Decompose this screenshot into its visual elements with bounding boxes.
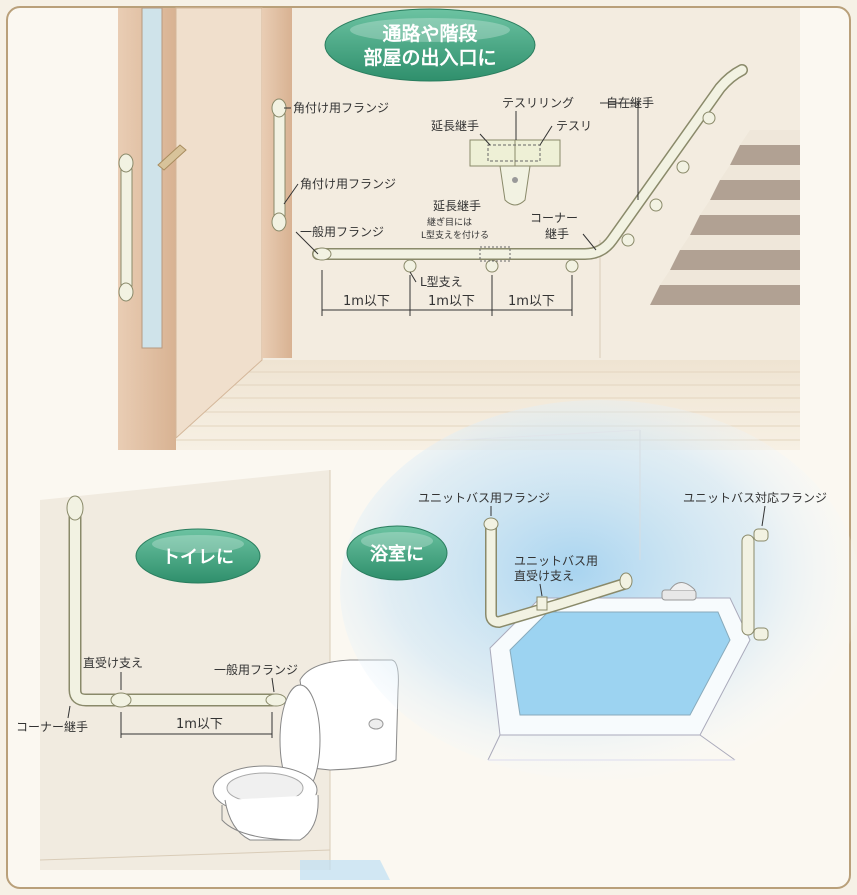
label-corner-joint-toilet: コーナー継手 — [16, 719, 88, 734]
corridor-scene — [118, 7, 800, 450]
label-unitbath-support-2: 直受け支え — [514, 569, 574, 583]
label-dim-2: 1m以下 — [428, 294, 475, 309]
faucet-icon — [661, 582, 697, 601]
label-dim-3: 1m以下 — [508, 294, 555, 309]
label-extension-joint: 延長継手 — [433, 198, 481, 213]
corridor-leader-lines — [283, 102, 639, 283]
badge-bath-text: 浴室に — [370, 543, 424, 565]
label-corner-flange-2: 角付け用フランジ — [300, 177, 396, 191]
toilet-icon — [212, 659, 399, 841]
label-tesuri: テスリ — [556, 119, 592, 133]
bath-leader-lines — [490, 505, 766, 597]
door-grab-rail — [118, 153, 134, 302]
corridor-dimensions — [321, 270, 573, 316]
door-panel — [175, 7, 263, 440]
label-dim-1: 1m以下 — [343, 294, 390, 309]
label-direct-support: 直受け支え — [83, 656, 143, 670]
door-handle — [157, 144, 187, 171]
frame-grab-rail — [271, 98, 287, 232]
toilet-scene — [39, 470, 399, 880]
joint-detail — [469, 139, 561, 206]
label-extension-note-2: L型支えを付ける — [421, 229, 489, 241]
badge-corridor-line1: 通路や階段 — [382, 22, 478, 45]
bath-vertical-rail — [741, 528, 769, 641]
badge-bath: 浴室に — [346, 525, 448, 581]
label-general-flange: 一般用フランジ — [300, 224, 384, 239]
label-corner-flange-1: 角付け用フランジ — [293, 101, 389, 115]
badge-corridor: 通路や階段 部屋の出入口に — [324, 8, 536, 82]
label-extension-note-1: 継ぎ目には — [427, 216, 472, 228]
label-tesuri-ring: テスリリング — [502, 96, 574, 110]
label-unitbath-support-1: ユニットバス用 — [514, 554, 598, 568]
bath-grab-rail — [483, 517, 633, 629]
toilet-dimensions — [120, 712, 273, 738]
label-dim-toilet: 1m以下 — [176, 717, 223, 732]
corridor-handrail — [312, 64, 748, 273]
door-glass — [141, 7, 163, 349]
label-corner-joint-2: 継手 — [545, 226, 569, 241]
toilet-grab-rail — [66, 495, 287, 708]
badge-toilet-text: トイレに — [162, 547, 234, 568]
bath-scene — [340, 400, 857, 780]
label-corner-joint-1: コーナー — [530, 211, 578, 225]
label-extension-joint-top: 延長継手 — [431, 118, 479, 133]
badge-toilet: トイレに — [135, 528, 261, 584]
label-unitbath-compat-flange: ユニットバス対応フランジ — [683, 491, 827, 505]
badge-corridor-line2: 部屋の出入口に — [363, 46, 496, 69]
label-general-flange-toilet: 一般用フランジ — [214, 662, 298, 677]
toilet-leader-lines — [67, 672, 275, 719]
label-unitbath-flange: ユニットバス用フランジ — [418, 491, 550, 505]
staircase — [599, 110, 800, 358]
label-l-support: L型支え — [420, 275, 463, 289]
